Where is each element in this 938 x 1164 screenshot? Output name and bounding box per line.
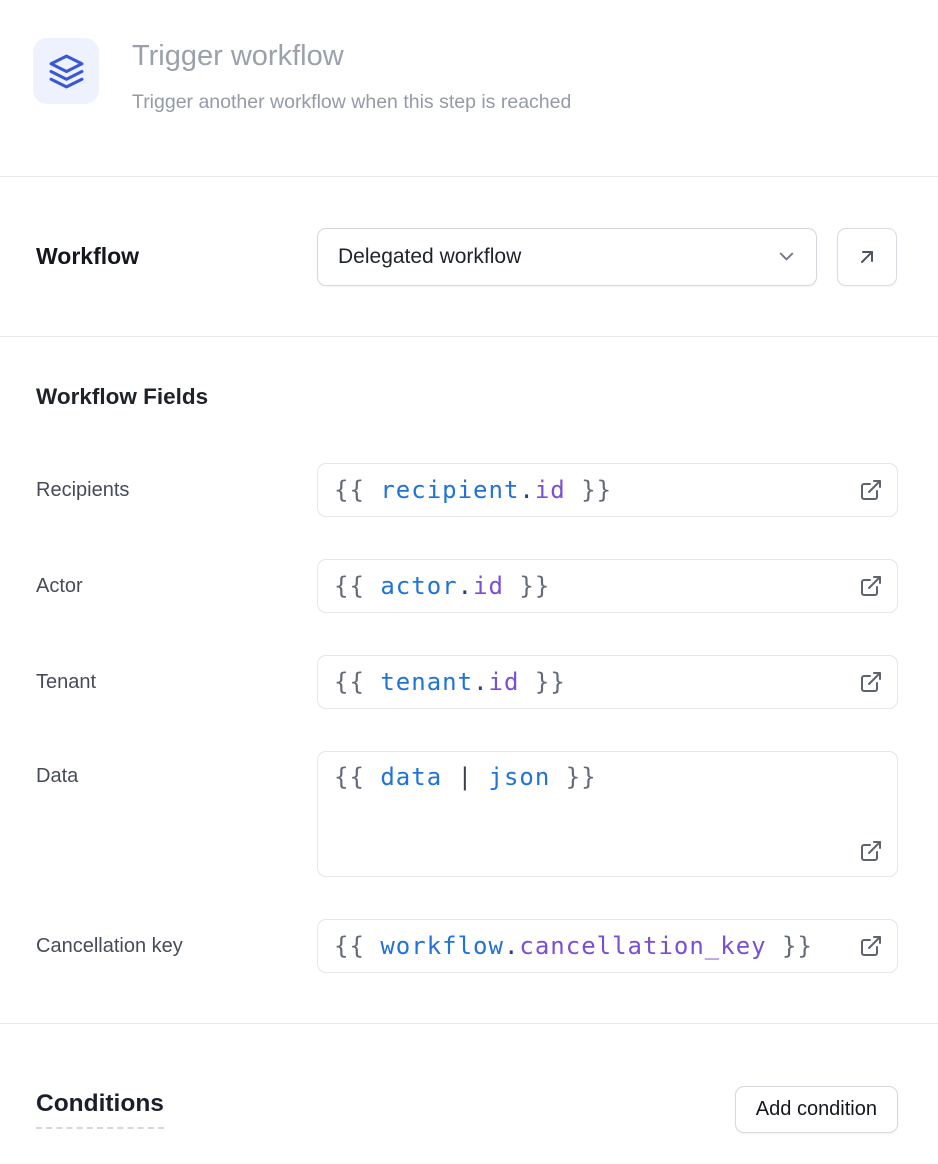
code-token: }}	[519, 667, 566, 696]
add-condition-button[interactable]: Add condition	[734, 1086, 898, 1133]
code-token: {{	[334, 931, 381, 960]
actor-code: {{ actor.id }}	[334, 572, 550, 601]
workflow-fields-section: Workflow Fields Recipients {{ recipient.…	[0, 383, 938, 1024]
code-token: id	[534, 475, 566, 504]
code-token: id	[473, 571, 504, 600]
code-token: {{	[334, 571, 381, 600]
recipients-label: Recipients	[36, 478, 130, 501]
field-row-data: Data {{ data | json }}	[36, 751, 898, 877]
actor-label: Actor	[36, 574, 83, 597]
cancellation-key-code: {{ workflow.cancellation_key }}	[334, 932, 813, 961]
data-code: {{ data | json }}	[334, 763, 597, 792]
code-token: .	[457, 571, 474, 600]
code-token: actor	[380, 571, 458, 600]
tenant-label: Tenant	[36, 670, 97, 693]
actor-input[interactable]: {{ actor.id }}	[317, 559, 898, 613]
code-token: .	[503, 931, 520, 960]
code-token: data	[380, 763, 443, 791]
workflow-select[interactable]: Delegated workflow	[317, 227, 817, 286]
chevron-down-icon	[779, 252, 794, 261]
field-row-tenant: Tenant {{ tenant.id }}	[36, 655, 898, 709]
code-token: id	[488, 667, 520, 696]
workflow-select-value: Delegated workflow	[338, 244, 522, 268]
external-link-icon[interactable]	[859, 478, 883, 502]
code-token: cancellation_key	[519, 931, 767, 960]
cancellation-key-input[interactable]: {{ workflow.cancellation_key }}	[317, 919, 898, 973]
workflow-label: Workflow	[36, 243, 140, 269]
workflow-fields-heading: Workflow Fields	[36, 384, 209, 409]
code-token: |	[442, 763, 489, 791]
field-row-cancellation-key: Cancellation key {{ workflow.cancellatio…	[36, 919, 898, 973]
external-link-icon[interactable]	[859, 934, 883, 958]
code-token: json	[488, 763, 551, 791]
tenant-input[interactable]: {{ tenant.id }}	[317, 655, 898, 709]
code-token: workflow	[380, 931, 504, 960]
workflow-selector-row: Workflow Delegated workflow	[0, 177, 938, 337]
field-row-actor: Actor {{ actor.id }}	[36, 559, 898, 613]
code-token: recipient	[380, 475, 520, 504]
code-token: {{	[334, 667, 381, 696]
cancellation-key-label: Cancellation key	[36, 934, 183, 957]
conditions-heading: Conditions	[36, 1090, 164, 1129]
code-token: }}	[503, 571, 551, 600]
data-label: Data	[36, 765, 79, 787]
external-link-icon[interactable]	[859, 670, 883, 694]
open-workflow-button[interactable]	[837, 227, 897, 286]
code-token: .	[473, 667, 489, 696]
step-description: Trigger another workflow when this step …	[132, 91, 572, 114]
conditions-section: Conditions Add condition	[0, 1024, 938, 1133]
code-token: .	[519, 475, 535, 504]
field-row-recipients: Recipients {{ recipient.id }}	[36, 463, 898, 517]
step-header: Trigger workflow Trigger another workflo…	[0, 0, 938, 177]
recipients-code: {{ recipient.id }}	[334, 476, 612, 505]
code-token: {{	[334, 763, 381, 791]
code-token: {{	[334, 475, 381, 504]
code-token: }}	[550, 763, 597, 791]
code-token: tenant	[380, 667, 474, 696]
trigger-workflow-step-icon	[33, 38, 99, 104]
tenant-code: {{ tenant.id }}	[334, 668, 566, 697]
code-token: }}	[766, 931, 813, 960]
code-token: }}	[565, 475, 613, 504]
arrow-up-right-icon	[861, 250, 873, 263]
external-link-icon[interactable]	[859, 574, 883, 598]
data-input[interactable]: {{ data | json }}	[317, 751, 898, 877]
external-link-icon[interactable]	[859, 839, 883, 863]
recipients-input[interactable]: {{ recipient.id }}	[317, 463, 898, 517]
step-name-input[interactable]: Trigger workflow	[132, 40, 344, 72]
layers-icon	[49, 54, 83, 88]
